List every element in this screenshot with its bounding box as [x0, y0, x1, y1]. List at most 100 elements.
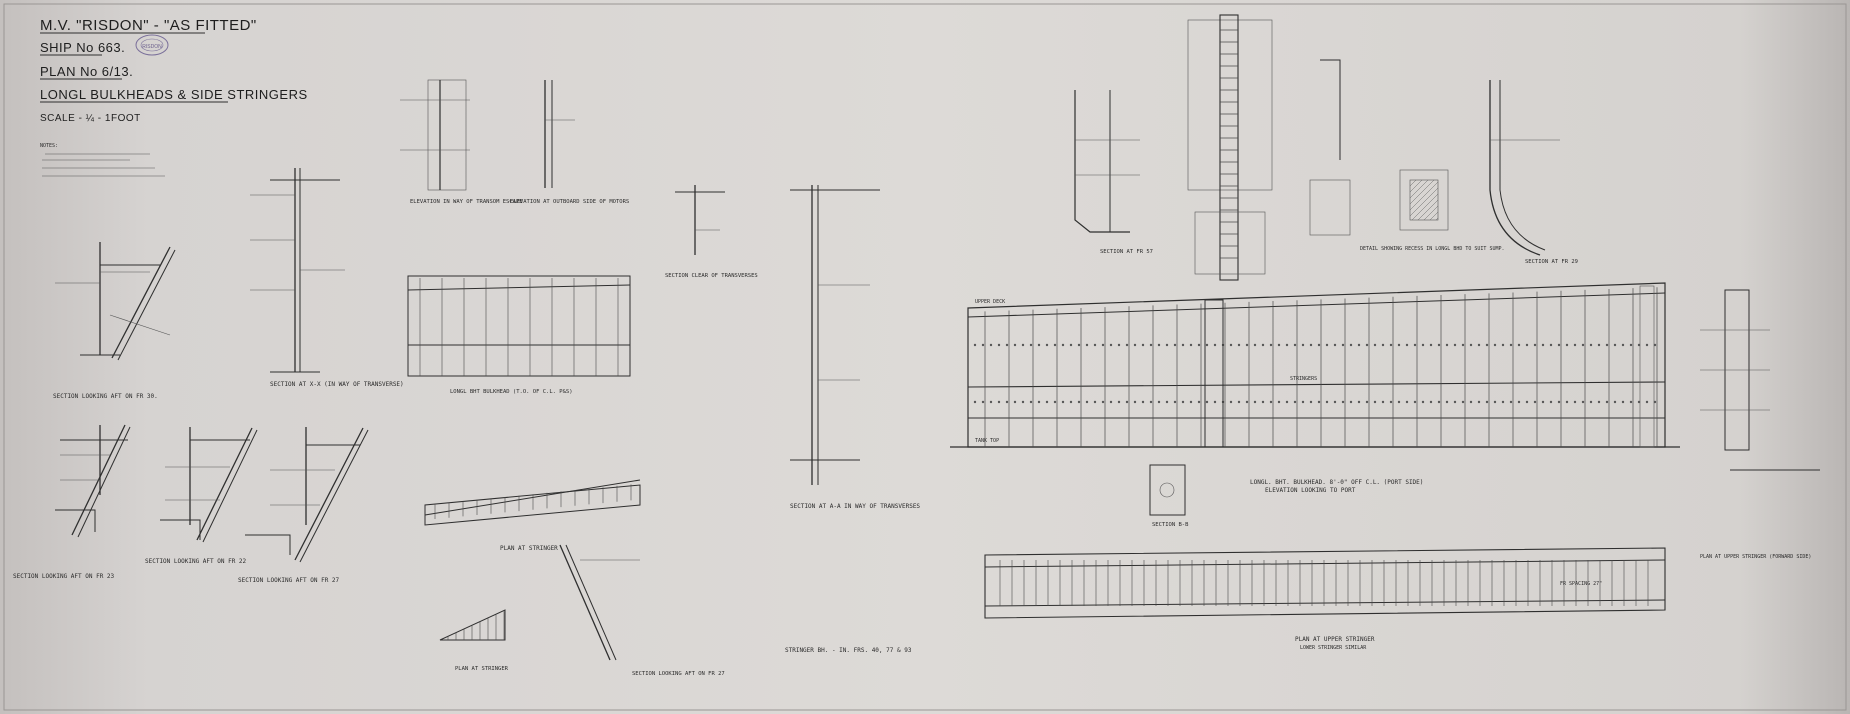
rivet-mark — [1197, 400, 1201, 404]
caption-section-fr2: SECTION AT FR 29 — [1525, 259, 1578, 265]
rivet-mark — [1381, 400, 1385, 404]
drawing-subject: LONGL BULKHEADS & SIDE STRINGERS — [40, 87, 308, 102]
caption-plan-upper-stringer: PLAN AT UPPER STRINGER — [1295, 636, 1375, 643]
approval-stamp: RISDON — [135, 34, 169, 56]
rivet-mark — [1109, 343, 1113, 347]
plan-number: PLAN No 6/13. — [40, 64, 133, 79]
rivet-mark — [1573, 400, 1577, 404]
rivet-mark — [1565, 400, 1569, 404]
section-aa: SECTION AT A-A IN WAY OF TRANSVERSES — [790, 185, 920, 510]
rivet-mark — [1533, 343, 1537, 347]
rivet-mark — [1189, 343, 1193, 347]
rivet-mark — [1405, 343, 1409, 347]
rivet-mark — [1253, 400, 1257, 404]
rivet-mark — [1461, 343, 1465, 347]
section-xx: SECTION AT X-X (IN WAY OF TRANSVERSE) — [250, 168, 404, 388]
rivet-mark — [1253, 343, 1257, 347]
rivet-mark — [1093, 400, 1097, 404]
rivet-mark — [1205, 400, 1209, 404]
rivet-mark — [1269, 343, 1273, 347]
rivet-mark — [1573, 343, 1577, 347]
label-upper-deck: UPPER DECK — [975, 299, 1005, 305]
ship-number: SHIP No 663. — [40, 40, 125, 55]
rivet-mark — [1005, 343, 1009, 347]
rivet-mark — [1077, 343, 1081, 347]
rivet-mark — [1525, 400, 1529, 404]
rivet-mark — [1157, 343, 1161, 347]
rivet-mark — [1493, 343, 1497, 347]
rivet-mark — [1605, 400, 1609, 404]
rivet-mark — [1053, 400, 1057, 404]
rivet-mark — [1301, 400, 1305, 404]
rivet-mark — [1349, 400, 1353, 404]
rivet-mark — [1317, 343, 1321, 347]
rivet-mark — [1645, 343, 1649, 347]
rivet-mark — [1437, 400, 1441, 404]
section-fr30: SECTION LOOKING AFT ON FR 30. — [53, 242, 176, 400]
rivet-mark — [1621, 343, 1625, 347]
rivet-mark — [1317, 400, 1321, 404]
rivet-mark — [1101, 400, 1105, 404]
vessel-title: M.V. "RISDON" - "AS FITTED" — [40, 17, 257, 34]
detail-recess: DETAIL SHOWING RECESS IN LONGL BHD TO SU… — [1309, 59, 1505, 252]
rivet-mark — [1037, 343, 1041, 347]
rivet-mark — [1405, 400, 1409, 404]
notes-heading: NOTES: — [40, 143, 58, 149]
rivet-mark — [1093, 343, 1097, 347]
rivet-mark — [1365, 343, 1369, 347]
label-stringers: STRINGERS — [1290, 376, 1317, 382]
rivet-mark — [1629, 343, 1633, 347]
caption-long-bhd: LONGL BHT BULKHEAD (T.O. OF C.L. P&S) — [450, 389, 573, 395]
rivet-mark — [1349, 343, 1353, 347]
rivet-mark — [1549, 400, 1553, 404]
rivet-mark — [1437, 343, 1441, 347]
rivet-mark — [1277, 400, 1281, 404]
caption-section-fr: SECTION AT FR 57 — [1100, 249, 1153, 255]
rivet-mark — [1341, 400, 1345, 404]
rivet-mark — [1189, 400, 1193, 404]
rivet-mark — [1133, 400, 1137, 404]
plan-stringer-2: PLAN AT STRINGER — [439, 609, 509, 672]
rivet-mark — [1597, 400, 1601, 404]
sheet-border — [3, 3, 1847, 711]
rivet-mark — [1509, 343, 1513, 347]
rivet-mark — [1373, 400, 1377, 404]
caption-long-bhd-main: LONGL. BHT. BULKHEAD. 8'-0" OFF C.L. (PO… — [1250, 479, 1423, 486]
plan-stringer: PLAN AT STRINGER — [424, 479, 641, 552]
rivet-mark — [1133, 343, 1137, 347]
rivet-mark — [1389, 400, 1393, 404]
rivet-mark — [1453, 343, 1457, 347]
caption-stringer-ref: STRINGER BH. - IN. FRS. 40, 77 & 93 — [785, 647, 912, 654]
rivet-mark — [1413, 343, 1417, 347]
rivet-mark — [1469, 400, 1473, 404]
rivet-mark — [1341, 343, 1345, 347]
caption-sec-xx: SECTION AT X-X (IN WAY OF TRANSVERSE) — [270, 381, 404, 388]
rivet-mark — [1597, 343, 1601, 347]
rivet-mark — [1053, 343, 1057, 347]
rivet-mark — [1021, 400, 1025, 404]
rivet-mark — [1605, 343, 1609, 347]
rivet-mark — [1581, 400, 1585, 404]
rivet-mark — [997, 343, 1001, 347]
rivet-mark — [1533, 400, 1537, 404]
detail-hull-side: SECTION AT FR 29 — [1489, 80, 1578, 265]
rivet-mark — [1397, 400, 1401, 404]
rivet-mark — [1237, 400, 1241, 404]
rivet-mark — [1517, 343, 1521, 347]
rivet-mark — [1245, 400, 1249, 404]
rivet-mark — [1013, 400, 1017, 404]
rivet-mark — [1469, 343, 1473, 347]
rivet-mark — [1301, 343, 1305, 347]
rivet-mark — [1213, 400, 1217, 404]
caption-elev-looking-port: ELEVATION LOOKING TO PORT — [1265, 487, 1356, 494]
rivet-mark — [1085, 343, 1089, 347]
section-fr27b: SECTION LOOKING AFT ON FR 27 — [559, 544, 725, 677]
rivet-mark — [1125, 400, 1129, 404]
rivet-mark — [1429, 400, 1433, 404]
rivet-mark — [1181, 343, 1185, 347]
rivet-mark — [1165, 400, 1169, 404]
rivet-mark — [1325, 343, 1329, 347]
rivet-mark — [1637, 343, 1641, 347]
rivet-mark — [1557, 400, 1561, 404]
